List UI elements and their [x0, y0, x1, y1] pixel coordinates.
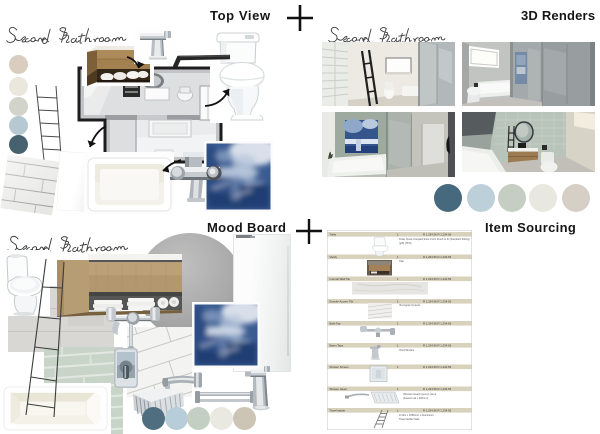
svg-text:R 1,234.56 R 1,234.56: R 1,234.56 R 1,234.56: [423, 232, 452, 236]
svg-text:Internal Wall Tile: Internal Wall Tile: [330, 277, 351, 281]
svg-text:1: 1: [397, 299, 399, 303]
svg-text:Vivid Slimline: Vivid Slimline: [399, 348, 415, 352]
svg-text:Towel ladder Matt: Towel ladder Matt: [399, 417, 420, 421]
svg-text:Toilet: Toilet: [330, 232, 337, 236]
svg-text:Ensuite Accent Tile: Ensuite Accent Tile: [330, 299, 354, 303]
svg-text:Shower Head: Shower Head: [330, 387, 347, 391]
svg-text:1: 1: [397, 232, 399, 236]
svg-text:R 1,234.56 R 1,234.56: R 1,234.56 R 1,234.56: [423, 255, 452, 259]
svg-text:1: 1: [397, 408, 399, 412]
svg-text:Bath Tap: Bath Tap: [330, 321, 341, 325]
svg-text:R 1,234.56 R 1,234.56: R 1,234.56 R 1,234.56: [423, 277, 452, 281]
svg-text:Toilet Close Coupled Suite Fro: Toilet Close Coupled Suite Front Flush t…: [399, 237, 470, 241]
svg-text:R 1,234.56 R 1,234.56: R 1,234.56 R 1,234.56: [423, 343, 452, 347]
svg-text:1: 1: [397, 255, 399, 259]
svg-text:1: 1: [397, 387, 399, 391]
svg-text:R 1,234.56 R 1,234.56: R 1,234.56 R 1,234.56: [423, 299, 452, 303]
svg-text:Oak: Oak: [399, 259, 404, 263]
svg-text:R 1,234.56 R 1,234.56: R 1,234.56 R 1,234.56: [423, 365, 452, 369]
svg-text:R 1,234.56 R 1,234.56: R 1,234.56 R 1,234.56: [423, 387, 452, 391]
svg-text:R 1,234.56 R 1,234.56: R 1,234.56 R 1,234.56: [423, 321, 452, 325]
svg-text:1: 1: [397, 321, 399, 325]
svg-text:R 1,234.56 R 1,234.56: R 1,234.56 R 1,234.56: [423, 408, 452, 412]
svg-text:Via Appia Ceramic: Via Appia Ceramic: [399, 303, 421, 307]
svg-text:Shower Screen: Shower Screen: [330, 365, 350, 369]
svg-text:(gift) (TFS): (gift) (TFS): [399, 241, 412, 245]
svg-text:0.43m x 1680mm x Aluminium: 0.43m x 1680mm x Aluminium: [399, 413, 434, 417]
svg-text:Towel ladder: Towel ladder: [330, 408, 346, 412]
svg-text:1: 1: [397, 343, 399, 347]
svg-text:1: 1: [397, 277, 399, 281]
svg-text:1: 1: [397, 365, 399, 369]
svg-text:Basin Taps: Basin Taps: [330, 343, 344, 347]
svg-text:Vanity: Vanity: [330, 255, 338, 259]
svg-text:(Shower Head) (pump) (arm): (Shower Head) (pump) (arm): [403, 392, 436, 396]
svg-text:(Faucet rail x 200mm): (Faucet rail x 200mm): [403, 396, 428, 400]
